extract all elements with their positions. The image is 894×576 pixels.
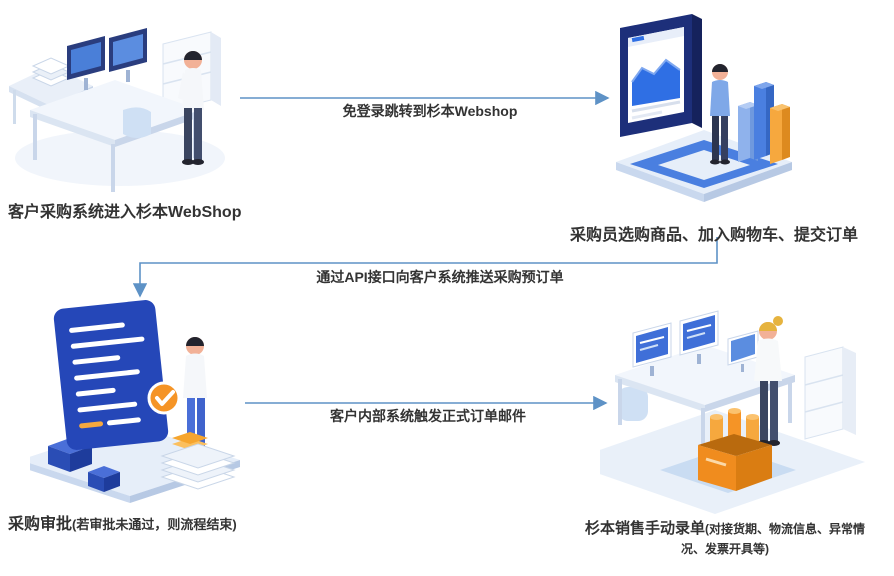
bottle-crate-icon bbox=[698, 408, 772, 491]
monitor-icon bbox=[679, 310, 719, 364]
webshop-svg bbox=[616, 14, 792, 202]
approval-svg bbox=[30, 300, 240, 503]
sales-entry-svg bbox=[600, 310, 865, 514]
label-sales-entry-main: 杉本销售手动录单 bbox=[585, 520, 706, 537]
label-approval-sub: (若审批未通过，则流程结束) bbox=[72, 517, 237, 532]
label-sales-entry: 杉本销售手动录单(对接货期、物流信息、异常情况、发票开具等) bbox=[585, 519, 865, 560]
monitor-icon bbox=[632, 322, 672, 376]
floor-shadow bbox=[15, 130, 225, 186]
arrow-label-order-email: 客户内部系统触发正式订单邮件 bbox=[330, 408, 526, 424]
label-webshop: 采购员选购商品、加入购物车、提交订单 bbox=[569, 227, 858, 244]
sales-entry-illustration bbox=[600, 295, 865, 515]
storage-cabinet bbox=[804, 346, 856, 440]
office-desk bbox=[30, 80, 200, 192]
person-figure bbox=[754, 316, 783, 446]
label-sales-entry-sub: (对接货期、物流信息、异常情况、发票开具等) bbox=[681, 522, 866, 557]
person-figure bbox=[710, 64, 730, 165]
approval-illustration bbox=[30, 298, 245, 503]
label-approval: 采购审批(若审批未通过，则流程结束) bbox=[8, 510, 237, 534]
monitor-icon bbox=[67, 36, 105, 90]
arrow-label-api-push: 通过API接口向客户系统推送采购预订单 bbox=[316, 269, 564, 285]
customer-office-svg bbox=[9, 28, 225, 192]
webshop-illustration bbox=[612, 10, 797, 215]
paper-stack-icon bbox=[160, 443, 236, 490]
office-chair bbox=[123, 107, 151, 138]
customer-office-illustration bbox=[5, 8, 235, 198]
label-approval-main: 采购审批 bbox=[8, 516, 73, 533]
bar-columns bbox=[738, 82, 790, 164]
arrow-to-approval bbox=[132, 237, 718, 298]
checklist-panel bbox=[53, 300, 169, 450]
check-badge-icon bbox=[147, 381, 181, 415]
label-customer-system: 客户采购系统进入杉本WebShop bbox=[8, 204, 242, 221]
area-chart bbox=[632, 60, 680, 106]
person-figure bbox=[178, 51, 204, 165]
monitor-icon bbox=[109, 28, 147, 82]
dashboard-screen bbox=[620, 14, 702, 137]
arrow-label-webshop-jump: 免登录跳转到杉本Webshop bbox=[342, 103, 518, 119]
office-chair bbox=[618, 387, 648, 421]
